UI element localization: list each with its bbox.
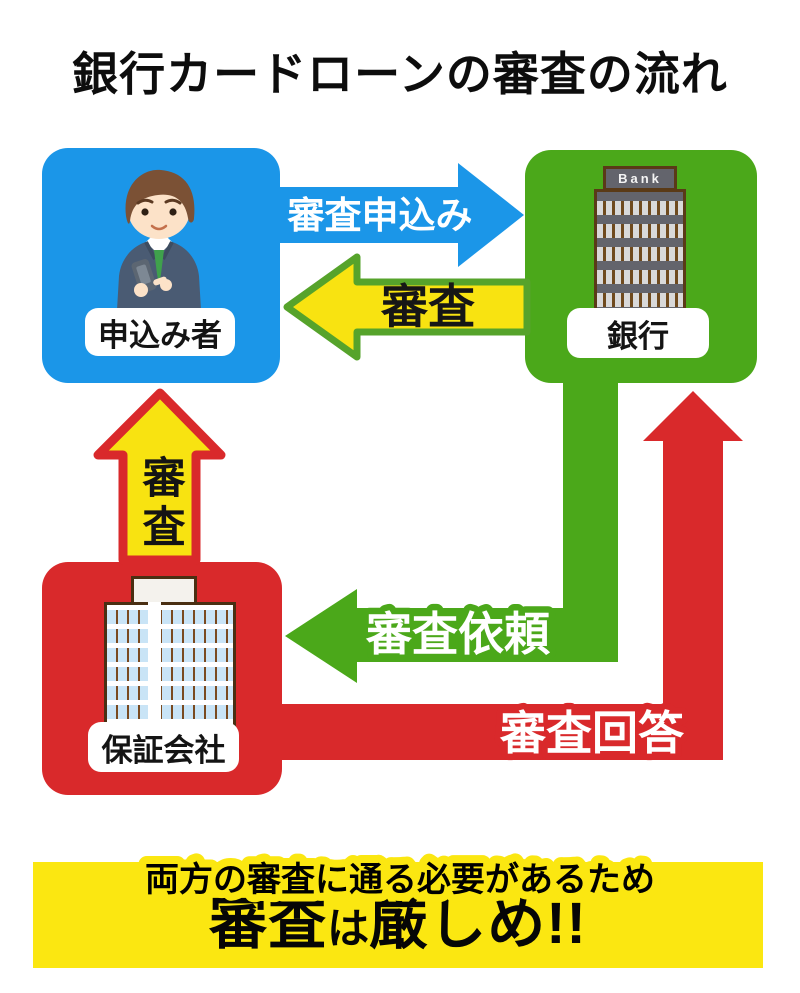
person-shirt [146, 236, 172, 255]
arrow-screening [283, 253, 531, 361]
guarantor-label: 保証会社 [101, 732, 226, 768]
person-eye-left [141, 208, 149, 216]
arrow-application-label: 審査申込み [287, 195, 473, 236]
arrow-request-label: 審査依頼 [365, 608, 551, 660]
person-pointing-finger [153, 276, 167, 286]
guarantor-building-illustration [104, 576, 236, 736]
node-guarantor: 保証会社 [42, 562, 282, 795]
guarantor-building-body [104, 602, 236, 736]
bank-sign-text: Bank [618, 171, 662, 186]
bank-label: 銀行 [607, 318, 669, 354]
smartphone-screen [136, 264, 151, 285]
applicant-person-illustration [117, 169, 201, 310]
applicant-label-pill: 申込み者 [85, 308, 235, 356]
person-mouth [150, 224, 168, 231]
applicant-label: 申込み者 [98, 317, 222, 353]
arrow-screening-label: 審査 [380, 280, 475, 333]
arrow-screening-up-label: 審査 [136, 455, 184, 553]
arrow-request [285, 381, 618, 683]
page-title: 銀行カードローンの審査の流れ [72, 48, 728, 100]
node-applicant: 申込み者 [42, 148, 280, 383]
footer-line2-small: は [327, 905, 370, 952]
footer-banner: 審査 は 厳しめ!! [33, 862, 763, 968]
arrow-application [280, 163, 524, 267]
footer-line2: 審査 は 厳しめ!! [33, 876, 763, 960]
person-tie [154, 250, 164, 285]
footer-line2-big1: 審査 [209, 891, 328, 956]
guarantor-building-roof [131, 576, 197, 606]
bank-label-pill: 銀行 [567, 308, 709, 358]
person-eyebrows [136, 198, 182, 205]
person-left-hand [134, 283, 148, 297]
person-lapels [144, 241, 174, 260]
person-eye-right [169, 208, 177, 216]
bank-building-sign: Bank [603, 166, 677, 191]
footer-line2-big2: 厳しめ!! [369, 891, 587, 956]
guarantor-building-center-strip [148, 602, 161, 736]
arrow-response-label: 審査回答 [499, 707, 685, 759]
arrow-response [280, 391, 743, 760]
person-hair [125, 169, 195, 224]
guarantor-label-pill: 保証会社 [88, 722, 239, 772]
node-bank: Bank 銀行 [525, 150, 757, 383]
